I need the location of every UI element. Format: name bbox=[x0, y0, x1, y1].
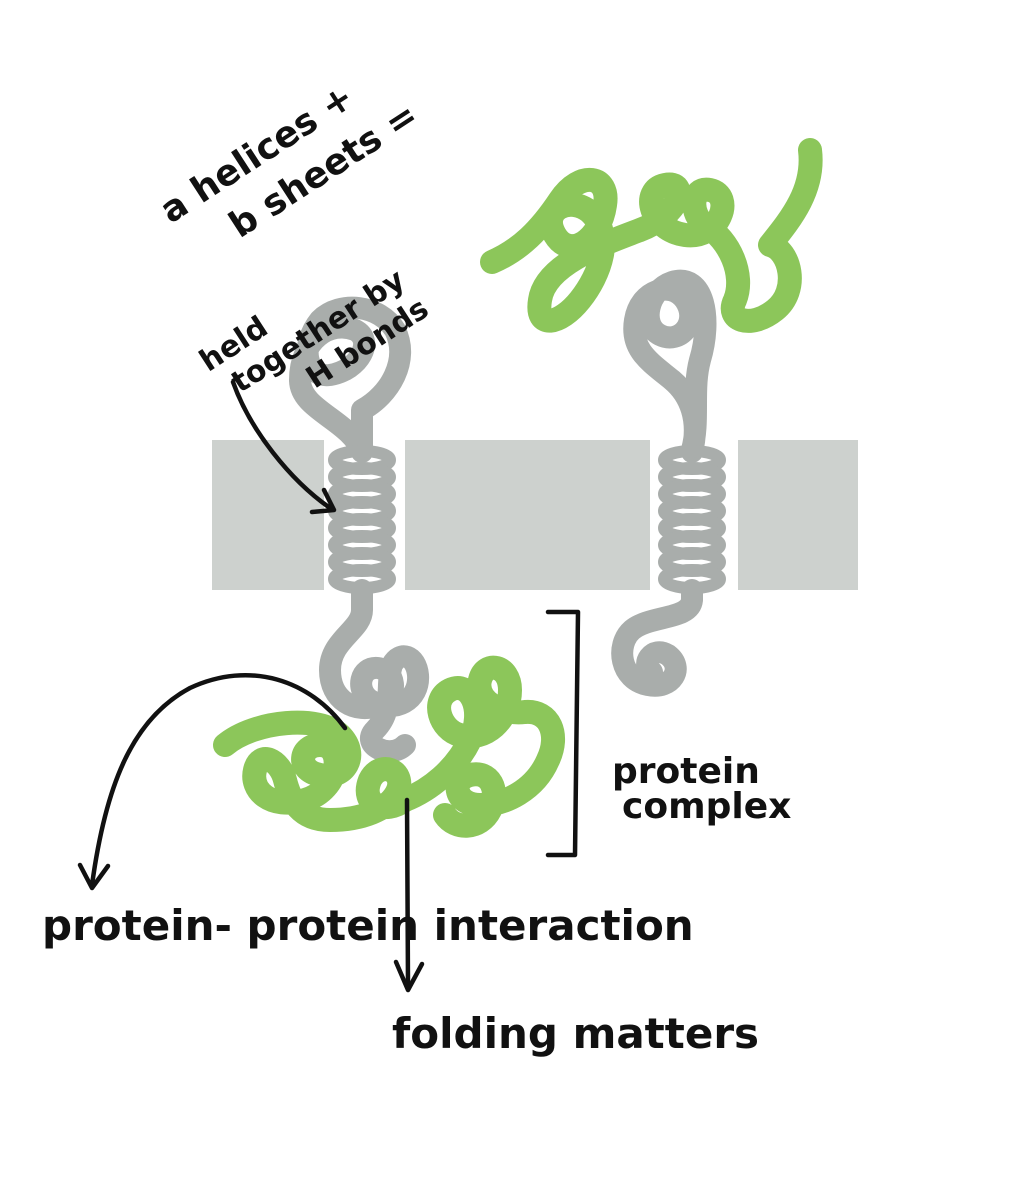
bottom-left-green-chain bbox=[213, 710, 417, 832]
top-right-green-chain bbox=[480, 138, 823, 333]
h-bonds-arrow bbox=[230, 379, 333, 511]
green-protein-bottom bbox=[213, 655, 565, 838]
alpha-beta-label: a helices + b sheets = bbox=[153, 77, 425, 247]
membrane-segment-left bbox=[212, 440, 324, 590]
ppi-arrow bbox=[89, 673, 348, 888]
right-transmembrane-helix bbox=[658, 445, 726, 594]
protein-complex-bracket bbox=[545, 609, 581, 858]
right-protein-bottom-loop bbox=[611, 579, 703, 697]
left-transmembrane-helix bbox=[328, 445, 396, 594]
folding-matters-label: folding matters bbox=[392, 1009, 759, 1058]
protein-complex-label-line2: complex bbox=[622, 786, 791, 827]
folding-arrow bbox=[404, 797, 411, 988]
left-protein-bottom-loop bbox=[319, 579, 430, 763]
left-protein-top-loop bbox=[289, 296, 412, 463]
folding-arrow-head bbox=[393, 959, 425, 993]
green-protein-top-right bbox=[480, 138, 823, 333]
h-bonds-arrow-head bbox=[309, 487, 337, 515]
membrane bbox=[212, 440, 858, 590]
right-gray-protein bbox=[611, 269, 726, 697]
ppi-arrow-head bbox=[77, 862, 111, 891]
right-protein-top-loop bbox=[623, 269, 717, 463]
membrane-segment-right bbox=[738, 440, 858, 590]
membrane-segment-middle bbox=[405, 440, 650, 590]
bottom-right-green-chain bbox=[393, 655, 565, 838]
ppi-label: protein- protein interaction bbox=[42, 901, 694, 950]
protein-complex-label-line1: protein bbox=[612, 751, 760, 792]
